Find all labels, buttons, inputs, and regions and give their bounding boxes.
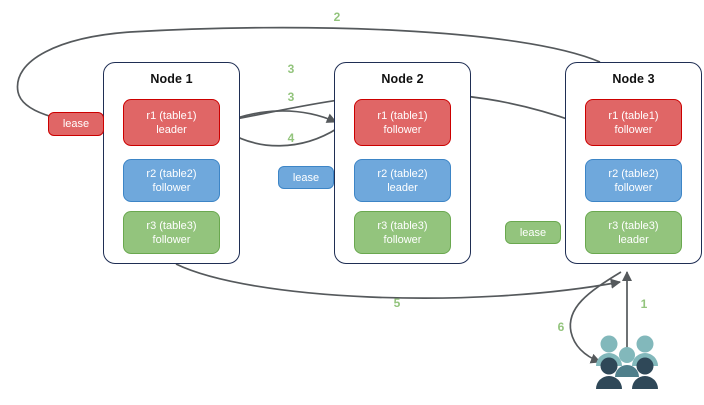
replica-role: follower (152, 233, 191, 246)
node-title: Node 1 (150, 72, 193, 86)
step-label-6: 6 (557, 320, 565, 334)
replica-role: follower (152, 181, 191, 194)
replica-node1-r1[interactable]: r1 (table1) leader (123, 99, 220, 146)
replica-node3-r1[interactable]: r1 (table1) follower (585, 99, 682, 146)
replica-name: r3 (table3) (377, 219, 428, 232)
replica-node2-r2[interactable]: r2 (table2) leader (354, 159, 451, 202)
lease-label: lease (292, 171, 320, 184)
replica-name: r3 (table3) (146, 219, 197, 232)
step-label-5: 5 (393, 296, 401, 310)
step-label-3a: 3 (287, 62, 295, 76)
step-label-3b: 3 (287, 90, 295, 104)
node-container-3[interactable]: Node 3 r1 (table1) follower r2 (table2) … (565, 62, 702, 264)
replica-name: r1 (table1) (608, 109, 659, 122)
users-icon (596, 335, 658, 389)
lease-label: lease (62, 118, 90, 130)
replica-role: leader (387, 181, 418, 194)
replica-name: r1 (table1) (146, 109, 197, 122)
edge-step-5 (175, 263, 622, 299)
replica-role: follower (383, 123, 422, 136)
lease-badge-table1[interactable]: lease (48, 112, 104, 136)
replica-name: r1 (table1) (377, 109, 428, 122)
replica-node3-r3[interactable]: r3 (table3) leader (585, 211, 682, 254)
step-label-2: 2 (333, 10, 341, 24)
step-label-4: 4 (287, 131, 295, 145)
node-container-1[interactable]: Node 1 r1 (table1) leader r2 (table2) fo… (103, 62, 240, 264)
replica-node2-r3[interactable]: r3 (table3) follower (354, 211, 451, 254)
replica-role: follower (614, 181, 653, 194)
lease-label: lease (519, 226, 547, 239)
lease-badge-table2[interactable]: lease (278, 166, 334, 189)
replica-name: r2 (table2) (608, 167, 659, 180)
replica-name: r2 (table2) (146, 167, 197, 180)
replica-role: leader (618, 233, 649, 246)
replica-node3-r2[interactable]: r2 (table2) follower (585, 159, 682, 202)
node-title: Node 2 (381, 72, 424, 86)
replica-name: r3 (table3) (608, 219, 659, 232)
replica-role: leader (156, 123, 187, 136)
replica-role: follower (614, 123, 653, 136)
replica-node2-r1[interactable]: r1 (table1) follower (354, 99, 451, 146)
replica-node1-r3[interactable]: r3 (table3) follower (123, 211, 220, 254)
node-title: Node 3 (612, 72, 655, 86)
node-container-2[interactable]: Node 2 r1 (table1) follower r2 (table2) … (334, 62, 471, 264)
replica-role: follower (383, 233, 422, 246)
lease-badge-table3[interactable]: lease (505, 221, 561, 244)
replica-node1-r2[interactable]: r2 (table2) follower (123, 159, 220, 202)
step-label-1: 1 (640, 297, 648, 311)
replica-name: r2 (table2) (377, 167, 428, 180)
